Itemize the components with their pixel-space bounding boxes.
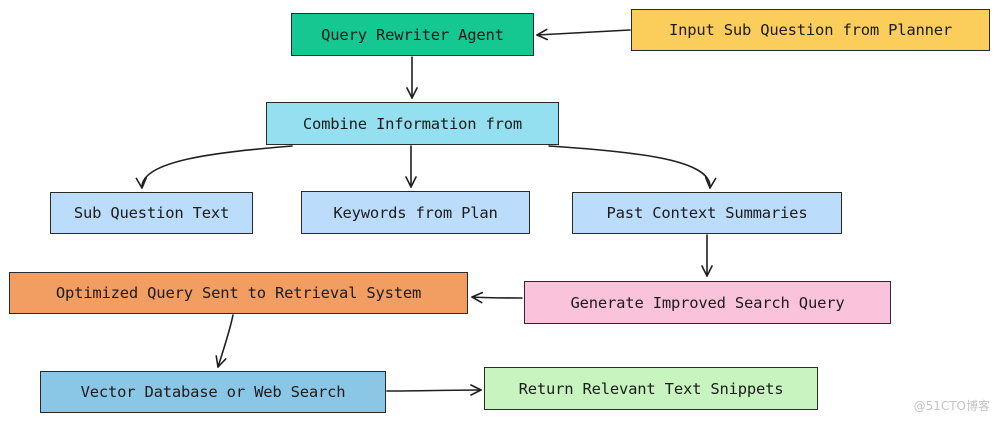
input-sub-question-node: Input Sub Question from Planner bbox=[631, 9, 990, 51]
watermark: @51CTO博客 bbox=[913, 399, 990, 413]
generate-search-query-node: Generate Improved Search Query bbox=[524, 281, 891, 324]
arrow-combine-to-subquestion bbox=[135, 145, 293, 189]
arrow-combine-to-past-context bbox=[548, 145, 717, 189]
arrow-input-to-rewriter bbox=[536, 28, 631, 41]
sub-question-text-node: Sub Question Text bbox=[50, 192, 253, 234]
combine-information-node: Combine Information from bbox=[266, 102, 559, 145]
keywords-from-plan-node: Keywords from Plan bbox=[301, 191, 530, 234]
query-rewriter-agent-node: Query Rewriter Agent bbox=[291, 13, 534, 56]
optimized-query-node: Optimized Query Sent to Retrieval System bbox=[9, 272, 468, 314]
past-context-summaries-node: Past Context Summaries bbox=[572, 192, 842, 234]
arrow-optimized-to-vector bbox=[215, 314, 234, 368]
arrow-vector-to-return bbox=[386, 384, 482, 396]
vector-database-node: Vector Database or Web Search bbox=[40, 371, 386, 413]
arrow-generate-to-optimized bbox=[471, 291, 523, 304]
return-text-snippets-node: Return Relevant Text Snippets bbox=[484, 367, 818, 410]
